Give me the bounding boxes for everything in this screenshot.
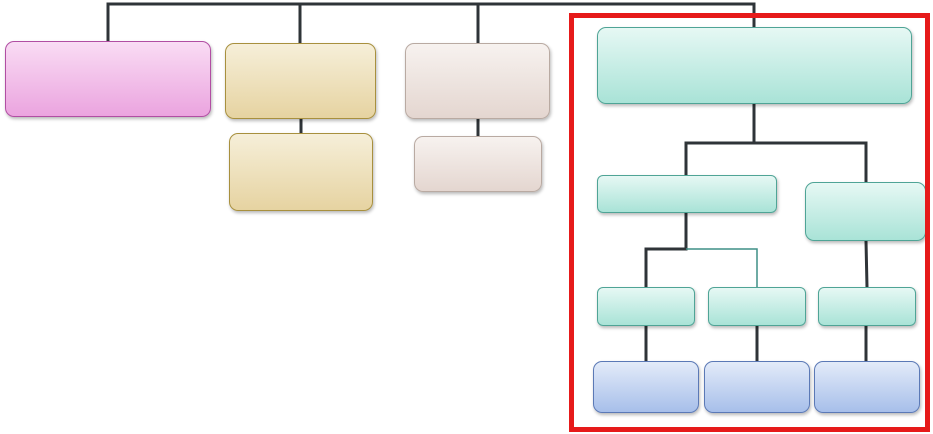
node-branch-4-right <box>805 182 926 241</box>
node-branch-4-root <box>597 27 912 104</box>
node-leaf-b <box>704 361 810 413</box>
node-branch-2 <box>225 43 376 119</box>
node-branch-4-left <box>597 175 777 213</box>
connector-branch-4-split <box>684 102 868 184</box>
node-level3-a <box>597 287 695 326</box>
node-branch-3-child <box>414 136 542 192</box>
connector-thin-branch <box>686 248 758 287</box>
node-branch-1 <box>5 41 211 117</box>
connector-left-split <box>644 211 688 289</box>
connector-right-down <box>864 239 869 289</box>
node-level3-c <box>818 287 916 326</box>
highlight-box <box>569 13 930 432</box>
node-leaf-a <box>593 361 699 413</box>
node-level3-b <box>708 287 806 326</box>
node-branch-2-child <box>229 133 373 211</box>
node-leaf-c <box>814 361 920 413</box>
node-branch-3 <box>405 43 550 119</box>
